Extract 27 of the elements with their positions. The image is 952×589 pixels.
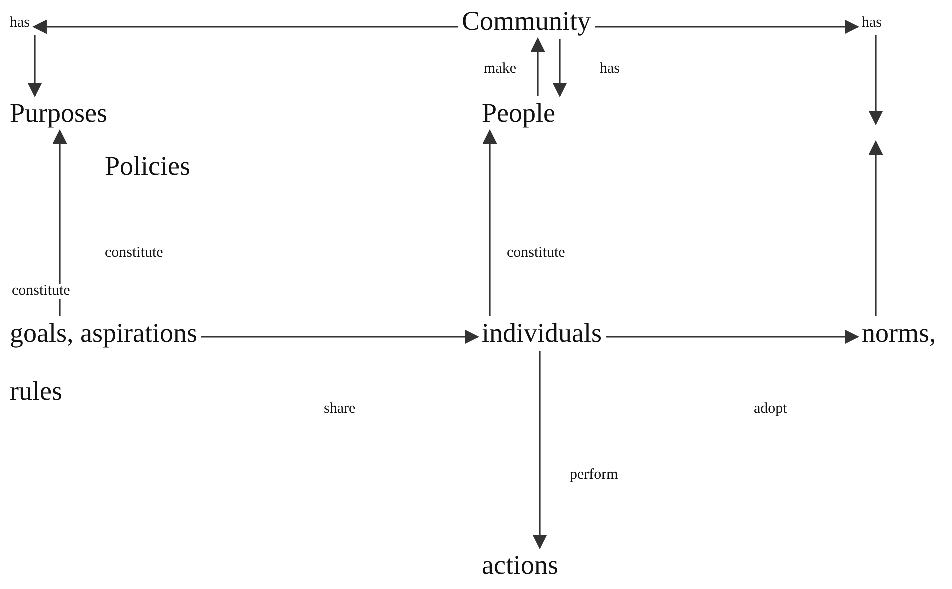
arrow: [595, 20, 860, 34]
node-text: has: [862, 16, 882, 31]
arrow: [532, 351, 548, 550]
node-text: actions: [482, 552, 558, 579]
node-text: People: [482, 100, 556, 127]
label-text: rules: [10, 378, 62, 405]
arrow: [52, 130, 68, 316]
node-text: Purposes: [10, 100, 108, 127]
arrow: [482, 130, 498, 316]
arrow: [552, 39, 568, 98]
node-text: Community: [462, 8, 592, 35]
arrow: [868, 35, 884, 126]
arrow: [32, 20, 458, 34]
label-text: Policies: [105, 153, 190, 180]
node-text: individuals: [482, 320, 602, 347]
node-text: norms,: [862, 320, 936, 347]
node-text: goals, aspirations: [10, 320, 198, 347]
label-text: constitute: [105, 246, 164, 261]
arrow: [28, 35, 42, 98]
edge-label: constitute: [10, 284, 72, 299]
arrow: [606, 330, 860, 344]
arrow: [201, 330, 480, 344]
node-text: has: [10, 16, 30, 31]
edge-label: adopt: [752, 402, 790, 417]
arrow: [530, 38, 546, 96]
edge-label: perform: [568, 468, 620, 483]
arrow: [868, 140, 884, 316]
